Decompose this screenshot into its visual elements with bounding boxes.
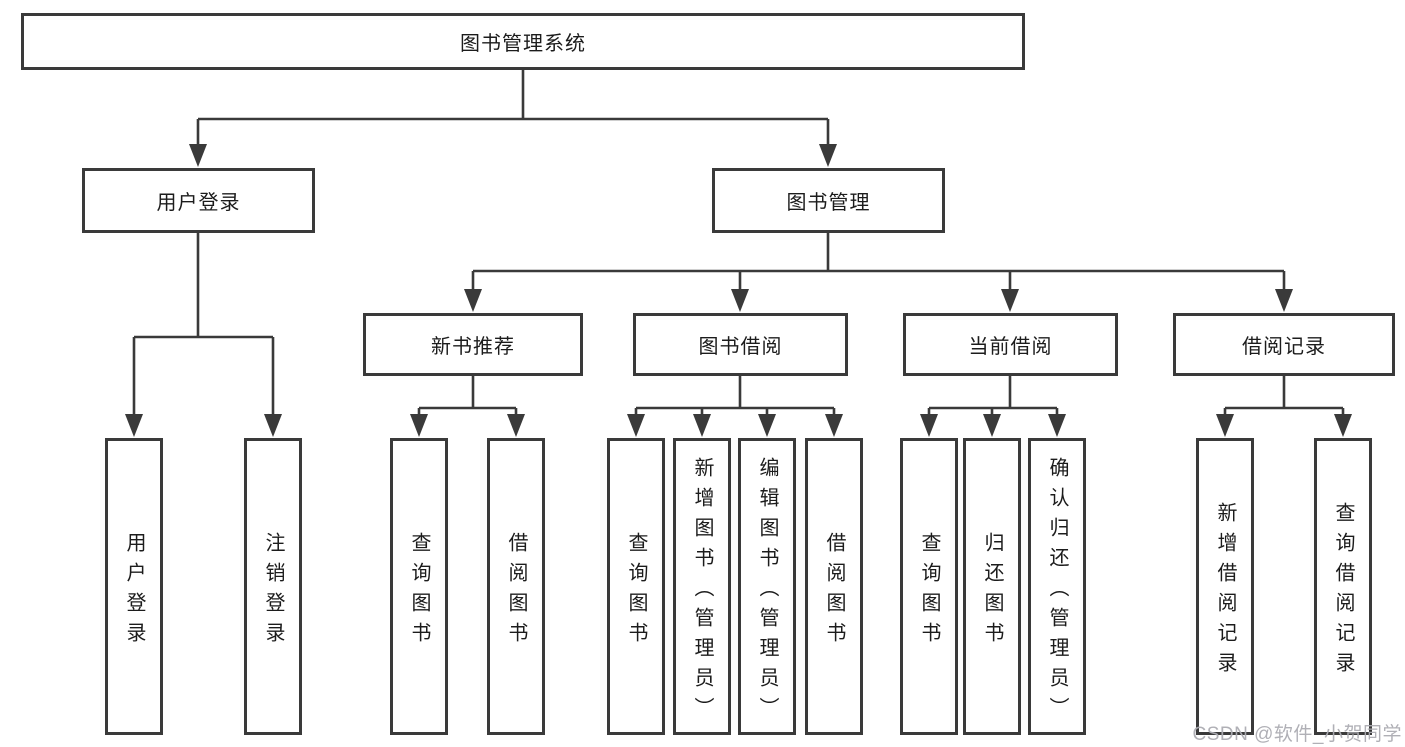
node-label: 图书管理系统 — [460, 33, 586, 55]
leaf-label: 确认归还（管理员） — [1046, 456, 1068, 727]
node-user-login: 用户登录 — [82, 168, 315, 233]
node-label: 图书管理 — [786, 192, 871, 214]
leaf-label: 注销登录 — [262, 531, 284, 652]
leaf-edit-books-admin: 编辑图书（管理员） — [738, 438, 796, 735]
leaf-user-login: 用户登录 — [105, 438, 163, 735]
arrowheads — [125, 144, 1352, 437]
leaf-label: 查询图书 — [918, 531, 940, 652]
leaf-add-books-admin: 新增图书（管理员） — [673, 438, 731, 735]
leaf-query-books-current: 查询图书 — [900, 438, 958, 735]
leaf-label: 归还图书 — [981, 531, 1003, 652]
leaf-query-books-recommend: 查询图书 — [390, 438, 448, 735]
node-book-management: 图书管理 — [712, 168, 945, 233]
leaf-label: 新增图书（管理员） — [691, 456, 713, 727]
leaf-label: 借阅图书 — [505, 531, 527, 652]
leaf-label: 新增借阅记录 — [1214, 501, 1236, 682]
node-book-borrowing: 图书借阅 — [633, 313, 848, 376]
node-label: 用户登录 — [156, 192, 241, 214]
node-new-book-recommend: 新书推荐 — [363, 313, 583, 376]
node-label: 借阅记录 — [1242, 336, 1326, 358]
leaf-add-borrow-record: 新增借阅记录 — [1196, 438, 1254, 735]
leaf-return-books: 归还图书 — [963, 438, 1021, 735]
leaf-label: 借阅图书 — [823, 531, 845, 652]
node-label: 新书推荐 — [431, 336, 515, 358]
leaf-query-books-borrowing: 查询图书 — [607, 438, 665, 735]
node-book-management-system: 图书管理系统 — [21, 13, 1025, 70]
node-current-borrowing: 当前借阅 — [903, 313, 1118, 376]
leaf-label: 查询借阅记录 — [1332, 501, 1354, 682]
leaf-confirm-return-admin: 确认归还（管理员） — [1028, 438, 1086, 735]
leaf-borrow-books-recommend: 借阅图书 — [487, 438, 545, 735]
leaf-borrow-books-borrowing: 借阅图书 — [805, 438, 863, 735]
leaf-label: 编辑图书（管理员） — [756, 456, 778, 727]
node-label: 图书借阅 — [698, 336, 783, 358]
leaf-label: 查询图书 — [625, 531, 647, 652]
leaf-label: 查询图书 — [408, 531, 430, 652]
node-borrowing-records: 借阅记录 — [1173, 313, 1395, 376]
leaf-label: 用户登录 — [123, 531, 145, 652]
csdn-watermark: CSDN @软件_小贺同学 — [1192, 724, 1402, 745]
leaf-query-borrow-record: 查询借阅记录 — [1314, 438, 1372, 735]
node-label: 当前借阅 — [968, 336, 1053, 358]
leaf-logout: 注销登录 — [244, 438, 302, 735]
